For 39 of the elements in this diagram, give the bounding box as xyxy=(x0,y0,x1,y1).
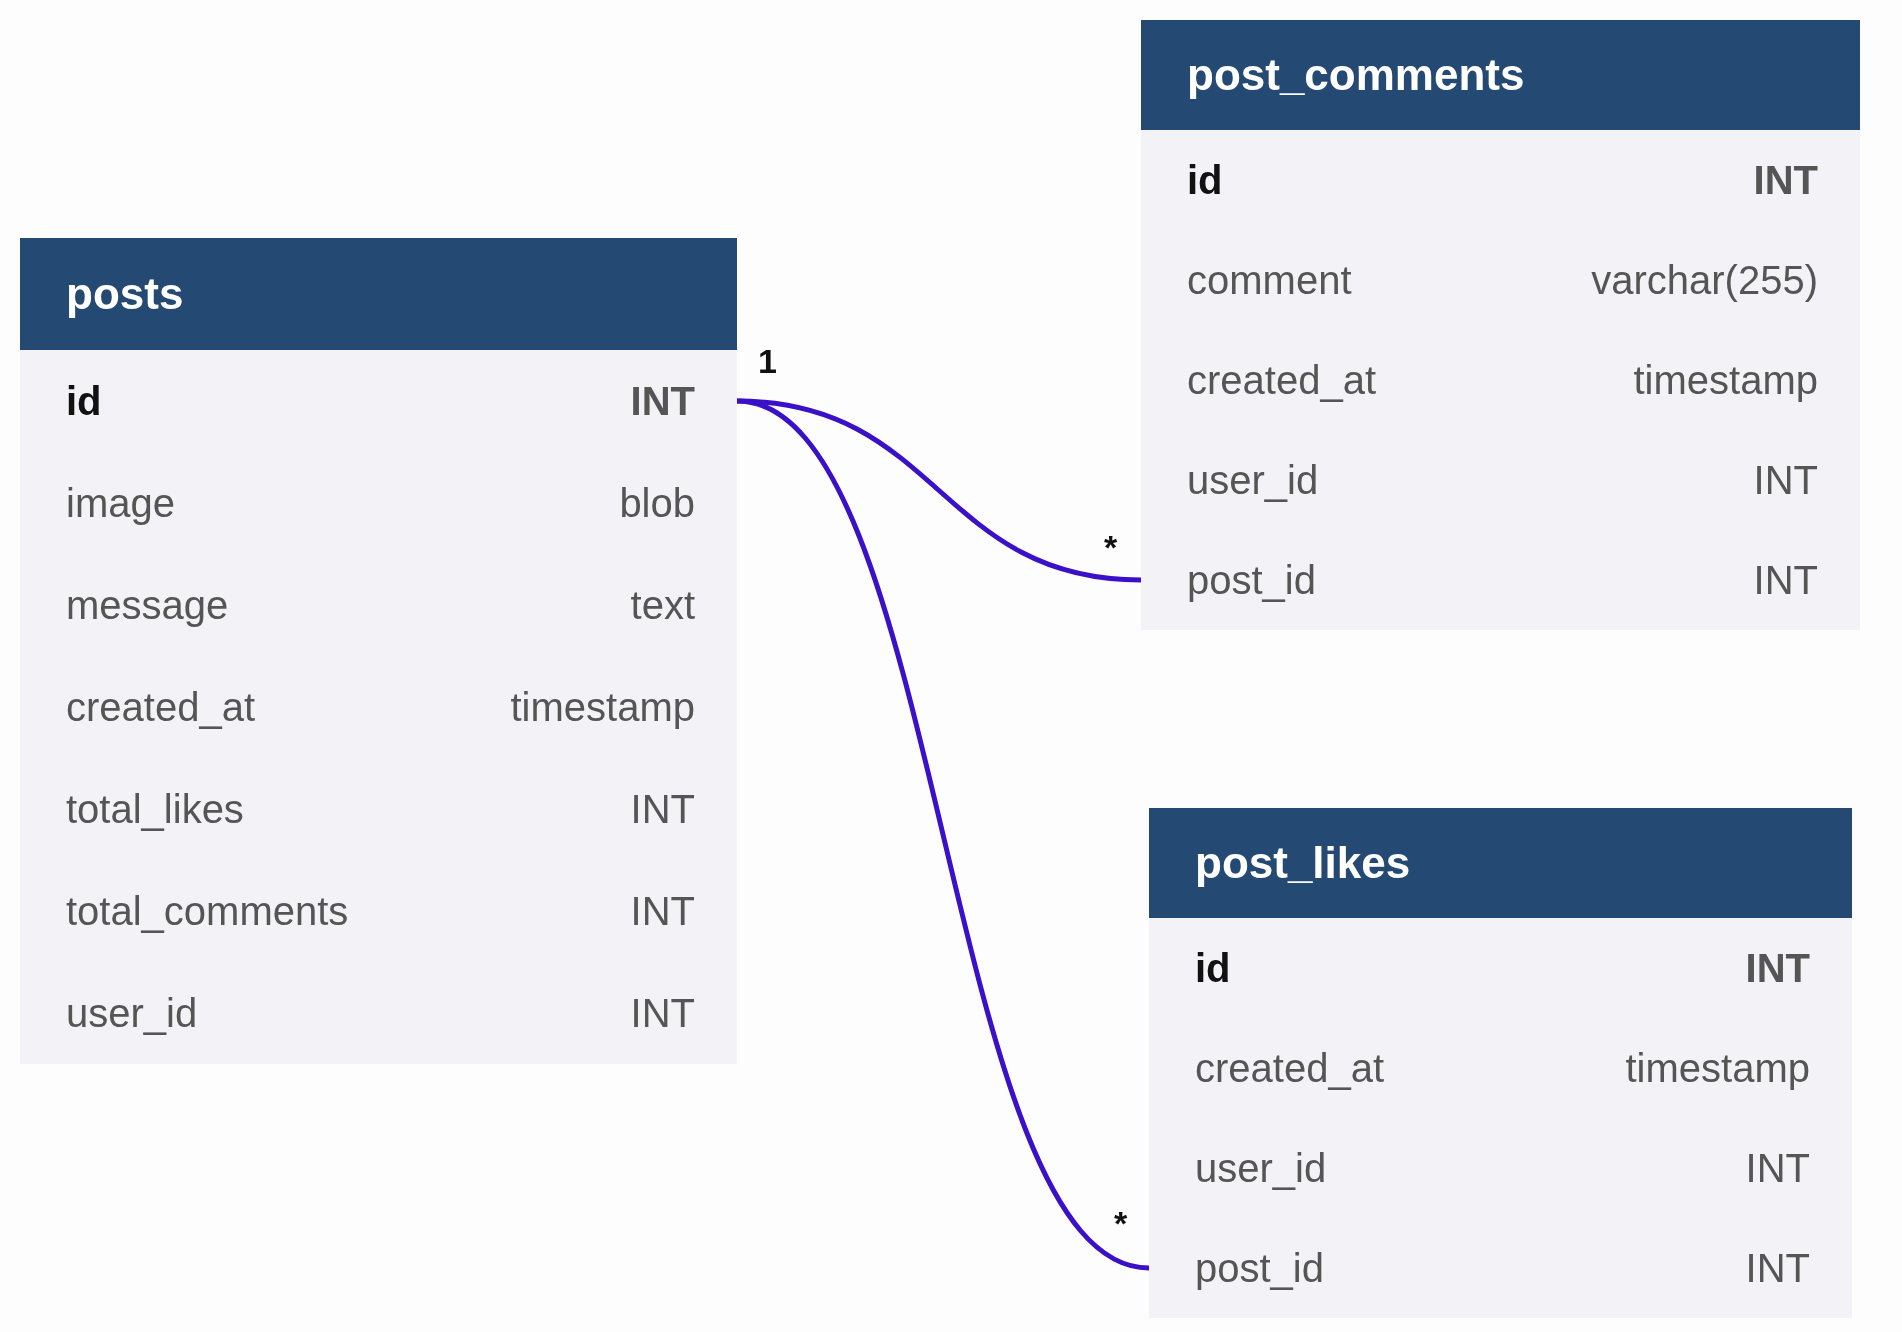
column-type: text xyxy=(630,582,695,628)
column-type: timestamp xyxy=(1633,357,1818,403)
cardinality-label: 1 xyxy=(758,342,777,381)
column-type: varchar(255) xyxy=(1591,257,1818,303)
table-title: post_comments xyxy=(1141,20,1860,130)
column-name: created_at xyxy=(66,684,256,730)
column-name: user_id xyxy=(1187,457,1319,503)
column-name: id xyxy=(66,378,102,424)
column-name: comment xyxy=(1187,257,1352,303)
column-name: image xyxy=(66,480,175,526)
column-type: INT xyxy=(630,888,695,934)
column-type: timestamp xyxy=(510,684,695,730)
column-name: total_likes xyxy=(66,786,244,832)
column-name: user_id xyxy=(1195,1145,1327,1191)
column-name: id xyxy=(1195,945,1231,991)
cardinality-label: * xyxy=(1114,1204,1128,1243)
column-type: INT xyxy=(630,378,695,424)
column-type: INT xyxy=(1745,1245,1810,1291)
column-type: blob xyxy=(619,480,695,526)
column-name: post_id xyxy=(1187,557,1316,603)
column-name: user_id xyxy=(66,990,198,1036)
table-title: post_likes xyxy=(1149,808,1852,918)
relationship-line xyxy=(736,398,1150,1271)
column-type: INT xyxy=(1745,945,1810,991)
column-name: total_comments xyxy=(66,888,349,934)
column-type: timestamp xyxy=(1625,1045,1810,1091)
column-type: INT xyxy=(630,990,695,1036)
column-type: INT xyxy=(630,786,695,832)
column-name: created_at xyxy=(1187,357,1377,403)
column-name: id xyxy=(1187,157,1223,203)
column-type: INT xyxy=(1753,457,1818,503)
column-type: INT xyxy=(1753,157,1818,203)
column-type: INT xyxy=(1745,1145,1810,1191)
column-name: created_at xyxy=(1195,1045,1385,1091)
cardinality-label: * xyxy=(1104,528,1118,567)
column-name: message xyxy=(66,582,229,628)
column-name: post_id xyxy=(1195,1245,1324,1291)
column-type: INT xyxy=(1753,557,1818,603)
table-title: posts xyxy=(20,238,737,350)
